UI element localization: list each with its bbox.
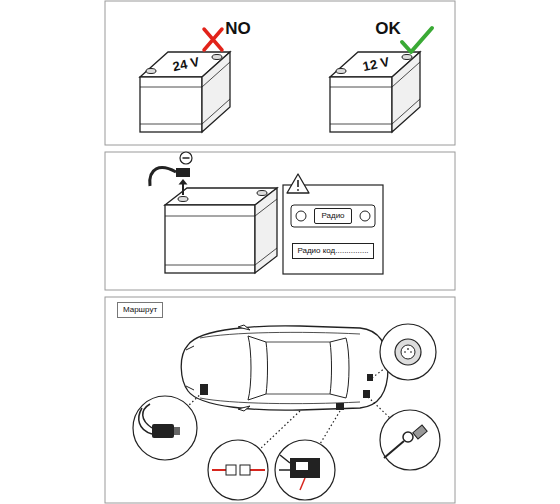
warning-mark (297, 189, 299, 191)
warning-triangle (287, 174, 309, 193)
red-wire (300, 478, 305, 490)
wire (384, 441, 404, 458)
battery-side (255, 188, 277, 273)
callout-circle (275, 440, 335, 500)
status-label: NO (225, 20, 251, 37)
socket-pins (404, 348, 412, 352)
cable-clamp (176, 168, 190, 177)
negative-terminal (178, 197, 188, 202)
cross-mark (204, 29, 222, 50)
panel (105, 297, 455, 503)
check-mark (402, 28, 432, 52)
wire (139, 404, 152, 434)
callout-circle (380, 410, 440, 470)
callout-circle (208, 440, 268, 500)
minus-symbol (183, 157, 190, 159)
battery-ribs (165, 199, 277, 265)
car-lines (200, 332, 360, 403)
module-label (296, 462, 308, 470)
panel (105, 1, 455, 145)
socket (395, 339, 421, 365)
mirror (238, 325, 250, 411)
ring-terminal (403, 432, 413, 442)
minus-symbol (180, 152, 192, 164)
headlight (186, 346, 194, 390)
lift-arrow (182, 184, 184, 195)
module-marker (336, 403, 344, 410)
radio-code-card (283, 185, 383, 274)
plug-contacts (174, 427, 180, 435)
inline-connector (226, 465, 236, 475)
callout-circle (380, 324, 436, 380)
ground-marker (363, 390, 370, 398)
battery-12v (330, 52, 420, 132)
socket (401, 345, 415, 359)
red-wire (212, 469, 265, 471)
positive-terminal (257, 191, 267, 196)
callout-circle (133, 396, 197, 460)
bolt (413, 425, 427, 439)
inline-connector (240, 465, 250, 475)
leader-line (188, 368, 390, 449)
node-text: Радио код............... (297, 246, 368, 255)
node-text: Радио (321, 211, 344, 220)
route-box: Маршрут (117, 302, 163, 317)
radio-knob (296, 211, 306, 221)
battery-24v (140, 52, 230, 132)
radio-code-field: Радио код............... (292, 243, 373, 258)
panel (105, 152, 455, 290)
lift-arrow (179, 179, 188, 185)
radio-panel (291, 205, 375, 227)
windshield (248, 336, 268, 400)
negative-cable (150, 168, 176, 186)
radio-button: Радио (314, 208, 351, 223)
module-box (290, 458, 320, 478)
status-label: OK (375, 20, 401, 37)
plug (152, 424, 174, 438)
radio-knob (360, 211, 370, 221)
battery-front (165, 205, 255, 273)
rear-window (330, 338, 349, 398)
car-body (181, 326, 388, 410)
warning-mark (297, 180, 299, 187)
node-text: Маршрут (123, 305, 157, 314)
